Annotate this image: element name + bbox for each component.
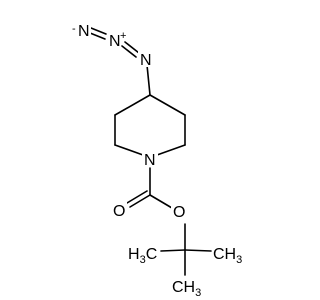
ring-nitrogen: N bbox=[142, 149, 158, 169]
methyl-left: H3C bbox=[128, 246, 157, 266]
bond-c-o-ester bbox=[149, 194, 173, 209]
svg-text:N: N bbox=[140, 52, 152, 69]
tert-butyl-bonds bbox=[160, 223, 212, 276]
bond-n-c4 bbox=[146, 64, 151, 96]
svg-text:CH3: CH3 bbox=[172, 279, 201, 299]
piperidine-ring bbox=[114, 94, 186, 156]
bond-n-triple bbox=[89, 27, 107, 40]
svg-text:-: - bbox=[72, 23, 76, 35]
svg-text:O: O bbox=[113, 203, 125, 220]
azide-bonds bbox=[89, 27, 151, 96]
tert-butyl-4-azidopiperidine-1-carboxylate-structure: - N N + N N O O H3C CH3 CH3 bbox=[72, 20, 243, 299]
azide-terminal-nitrogen: - N bbox=[72, 20, 91, 40]
bond-n-double bbox=[121, 41, 140, 58]
methyl-right: CH3 bbox=[213, 246, 242, 266]
svg-text:N: N bbox=[109, 33, 121, 50]
svg-text:N: N bbox=[78, 23, 90, 40]
svg-text:H3C: H3C bbox=[128, 246, 157, 266]
azide-central-nitrogen: N + bbox=[107, 30, 126, 50]
bond-c-o-double bbox=[126, 190, 151, 208]
azide-attached-nitrogen: N bbox=[138, 49, 154, 69]
svg-text:CH3: CH3 bbox=[213, 246, 242, 266]
svg-text:+: + bbox=[120, 30, 126, 42]
carbonyl-oxygen: O bbox=[111, 200, 127, 220]
svg-text:N: N bbox=[144, 152, 156, 169]
svg-text:O: O bbox=[173, 204, 185, 221]
carbamate-bonds bbox=[126, 167, 173, 209]
ester-oxygen: O bbox=[171, 201, 187, 221]
methyl-bottom: CH3 bbox=[172, 279, 201, 299]
